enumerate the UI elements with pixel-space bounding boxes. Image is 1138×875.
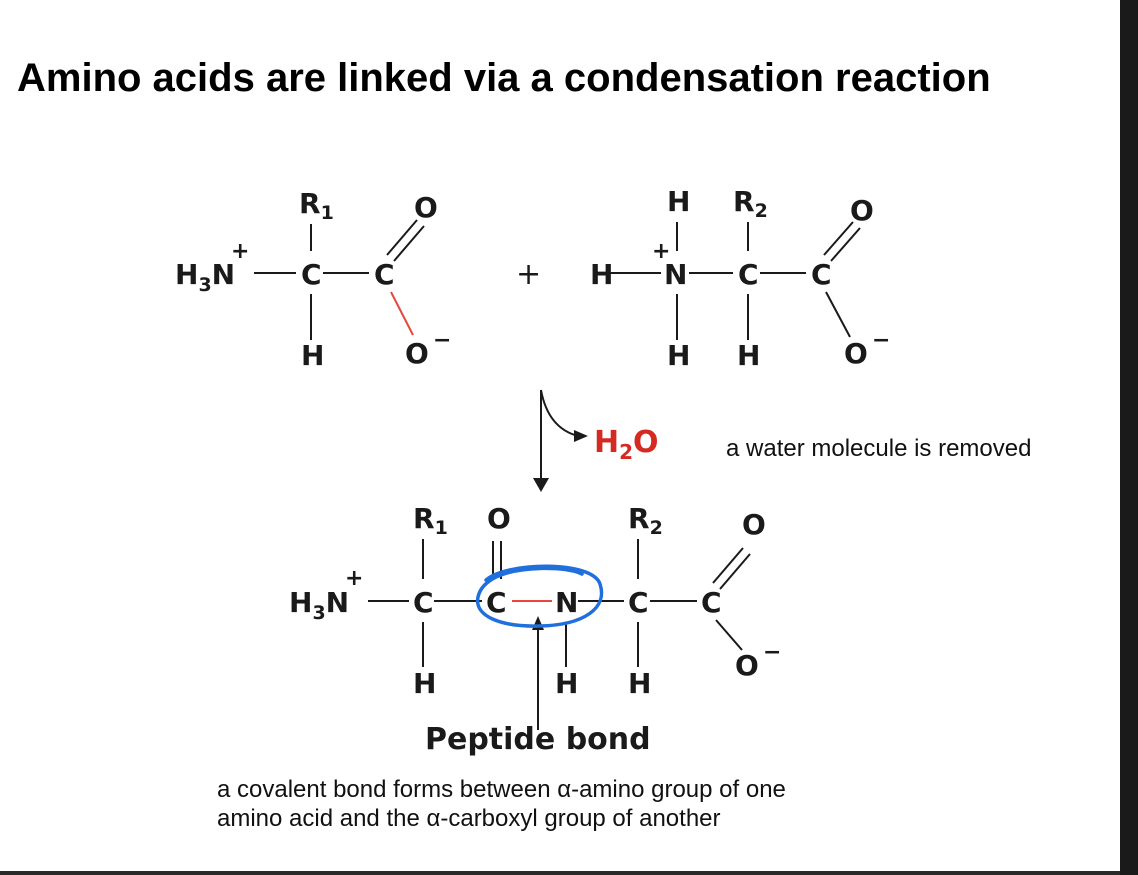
explanation-line-1: a covalent bond forms between α-amino gr… — [217, 776, 786, 803]
carbonyl-oxygen-product: O — [487, 502, 511, 535]
bond-lines — [254, 219, 861, 730]
amine-hydrogen-bottom: H — [667, 339, 690, 372]
carboxyl-carbon-product: C — [701, 586, 722, 619]
amino-acid-1: H3N + C C R1 O H O − — [175, 187, 451, 372]
amide-nitrogen-product: N — [555, 586, 578, 619]
bond-c-o-double-a — [386, 219, 418, 256]
amide-hydrogen-product: H — [555, 667, 578, 700]
window-scrollbar[interactable] — [1120, 0, 1138, 875]
reaction-arrow-branch — [540, 389, 579, 437]
carboxylate-oxygen-1: O — [405, 337, 429, 370]
bottom-border — [0, 871, 1120, 875]
carboxyl-carbon-2: C — [811, 258, 832, 291]
alpha-carbon-product-2: C — [628, 586, 649, 619]
water-molecule: H2O — [594, 425, 659, 464]
water-removed-note: a water molecule is removed — [726, 435, 1032, 462]
svg-text:R1: R1 — [413, 502, 448, 539]
negative-charge-product: − — [763, 640, 781, 665]
alpha-hydrogen-2: H — [737, 339, 760, 372]
explanation-line-2: amino acid and the α-carboxyl group of a… — [217, 805, 721, 832]
bond-c-o-double-2b — [830, 227, 861, 262]
reactive-bonds — [390, 291, 552, 602]
bond-c-o-single-2 — [825, 291, 851, 338]
r1-group: R — [299, 187, 321, 220]
amine-group-product: H3N — [289, 586, 349, 624]
positive-charge-product: + — [345, 566, 363, 591]
bond-c-o-double-b — [393, 225, 425, 262]
amine-nitrogen-2: N — [664, 258, 687, 291]
carboxylate-oxygen-2: O — [844, 337, 868, 370]
svg-text:R1: R1 — [299, 187, 334, 224]
peptide-bond-explanation: a covalent bond forms between α-amino gr… — [217, 775, 917, 833]
bond-product-c-o-double-b — [719, 553, 751, 590]
reaction-arrow-branch-head — [574, 430, 588, 442]
alpha-carbon-1: C — [301, 258, 322, 291]
carbonyl-oxygen-1: O — [414, 191, 438, 224]
bond-c-o-double-2a — [823, 221, 854, 256]
dipeptide: H3N + C C N C C R1 O R2 O H H H O − — [289, 502, 781, 700]
svg-text:R2: R2 — [628, 502, 663, 539]
alpha-hydrogen-product-1: H — [413, 667, 436, 700]
positive-charge-1: + — [231, 239, 249, 264]
carboxylate-oxygen-product: O — [735, 649, 759, 682]
r2-group: R — [733, 185, 755, 218]
positive-charge-2: + — [652, 239, 670, 264]
bond-product-c-o-double-a — [712, 547, 744, 584]
r2-group-product: R — [628, 502, 650, 535]
reaction-arrow-head — [533, 478, 549, 492]
carbonyl-oxygen-2: O — [850, 194, 874, 227]
amine-group-1: H3N — [175, 258, 235, 296]
negative-charge-2: − — [872, 328, 890, 353]
bond-product-c-o-single — [715, 619, 743, 651]
carbonyl-oxygen-product-2: O — [742, 508, 766, 541]
alpha-carbon-product-1: C — [413, 586, 434, 619]
amino-acid-2: H N + H H C C R2 O H O − — [590, 185, 890, 372]
peptide-bond-highlight — [475, 564, 604, 628]
carbonyl-carbon-product: C — [486, 586, 507, 619]
carboxyl-carbon-1: C — [374, 258, 395, 291]
amine-hydrogen-top: H — [667, 185, 690, 218]
amine-hydrogen-left: H — [590, 258, 613, 291]
alpha-hydrogen-1: H — [301, 339, 324, 372]
negative-charge-1: − — [433, 328, 451, 353]
alpha-carbon-2: C — [738, 258, 759, 291]
plus-operator: + — [516, 257, 541, 292]
bond-c-o-single-1 — [390, 291, 414, 336]
peptide-bond-pointer-head — [532, 616, 544, 630]
slide-title: Amino acids are linked via a condensatio… — [17, 56, 991, 100]
svg-text:R2: R2 — [733, 185, 768, 222]
alpha-hydrogen-product-2: H — [628, 667, 651, 700]
r1-group-product: R — [413, 502, 435, 535]
